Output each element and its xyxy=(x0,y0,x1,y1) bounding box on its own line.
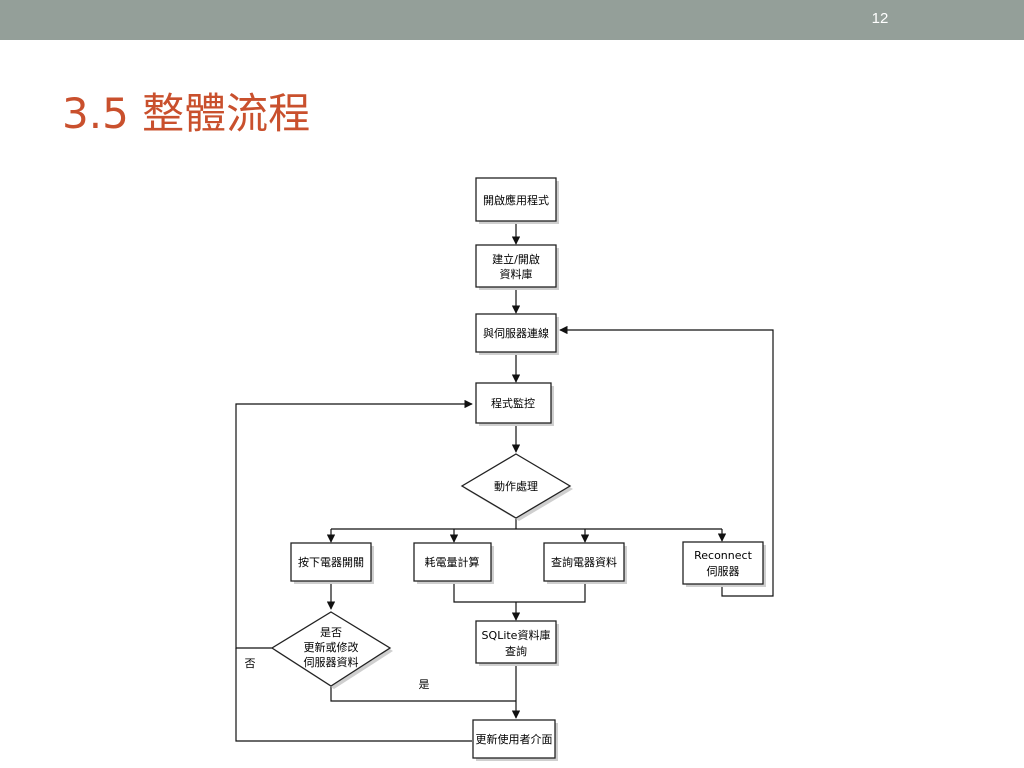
node-label-line2: 更新或修改 xyxy=(304,640,359,654)
node-label: 更新使用者介面 xyxy=(476,732,553,746)
edge-label-yes: 是 xyxy=(419,678,430,691)
node-label-line2: 資料庫 xyxy=(500,267,533,281)
node-label: 耗電量計算 xyxy=(425,555,480,569)
node-label-line1: 建立/開啟 xyxy=(492,252,540,266)
node-start-app: 開啟應用程式 xyxy=(475,177,559,224)
top-bar xyxy=(0,0,1024,40)
node-label: 查詢電器資料 xyxy=(551,555,617,569)
node-label-line1: Reconnect xyxy=(694,549,752,562)
node-action-decision: 動作處理 xyxy=(460,453,573,521)
node-sqlite-query: SQLite資料庫 查詢 xyxy=(475,620,559,666)
node-label: 與伺服器連線 xyxy=(483,326,549,340)
slide-title: 3.5 整體流程 xyxy=(62,89,311,138)
node-query-device: 查詢電器資料 xyxy=(543,542,627,584)
node-reconnect: Reconnect 伺服器 xyxy=(682,541,766,587)
node-create-db: 建立/開啟 資料庫 xyxy=(475,244,559,290)
node-label-line1: 是否 xyxy=(320,626,342,639)
node-monitor: 程式監控 xyxy=(475,382,554,426)
node-calc-power: 耗電量計算 xyxy=(413,542,494,584)
node-connect-server: 與伺服器連線 xyxy=(475,313,559,355)
node-label-line2: 伺服器 xyxy=(707,565,740,578)
node-label: 程式監控 xyxy=(491,396,535,410)
connectors xyxy=(235,222,774,742)
node-label: 開啟應用程式 xyxy=(483,193,549,207)
node-label-line1: SQLite資料庫 xyxy=(482,628,551,642)
node-update-decision: 是否 更新或修改 伺服器資料 xyxy=(270,611,393,689)
node-press-switch: 按下電器開關 xyxy=(290,542,374,584)
node-label-line2: 查詢 xyxy=(505,644,527,658)
node-label: 按下電器開關 xyxy=(298,555,364,569)
edge-label-no: 否 xyxy=(245,657,256,670)
node-update-ui: 更新使用者介面 xyxy=(472,719,558,761)
page-number: 12 xyxy=(871,10,889,27)
node-label: 動作處理 xyxy=(494,479,538,493)
node-label-line3: 伺服器資料 xyxy=(304,655,359,669)
